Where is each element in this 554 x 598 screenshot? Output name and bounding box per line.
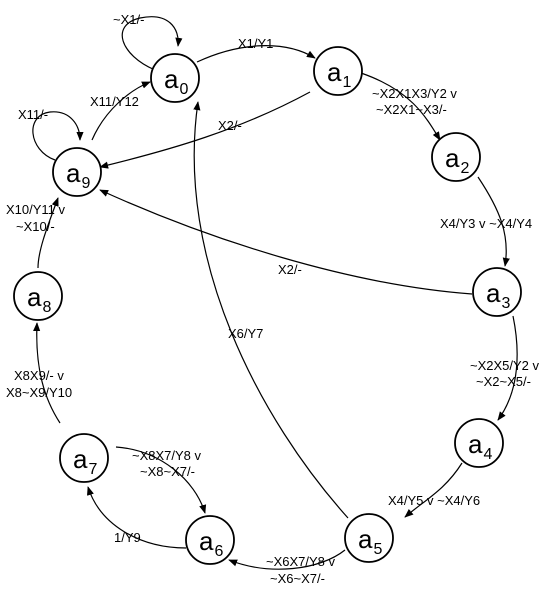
edge-a8-a9	[37, 197, 59, 269]
state-a9: a9	[52, 147, 102, 197]
edge-label-a5-a6-line2: ~X6~X7/-	[270, 571, 325, 586]
edge-a3-a9	[99, 189, 473, 295]
state-label: a5	[358, 524, 382, 558]
edge-label-a3-a9: X2/-	[278, 262, 302, 277]
edge-label-a2-a3: X4/Y3 v ~X4/Y4	[440, 216, 532, 231]
edge-a0-a0	[121, 16, 183, 71]
edge-a9-a0	[91, 81, 151, 141]
state-label: a6	[199, 526, 223, 560]
state-a7: a7	[59, 433, 109, 483]
edge-a0-a1	[196, 45, 316, 63]
edge-a1-a2	[360, 72, 441, 141]
edge-label-a3-a4-line1: ~X2X5/Y2 v	[470, 358, 540, 373]
edge-a7-a6	[115, 446, 207, 514]
edge-a5-a6	[228, 549, 346, 570]
edge-label-a9-a0: X11/Y12	[90, 94, 139, 109]
edge-a1-a9	[99, 91, 311, 169]
edge-label-a7-a6-line2: ~X8~X7/-	[140, 464, 195, 479]
edge-label-a5-a6-line1: ~X6X7/Y8 v	[266, 554, 336, 569]
edge-label-a4-a5: X4/Y5 v ~X4/Y6	[388, 493, 480, 508]
edge-label-a0-a0: ~X1/-	[113, 12, 144, 27]
edge-label-a8-a9-line1: X10/Y11 v	[6, 202, 66, 217]
state-a3: a3	[472, 267, 522, 317]
state-a6: a6	[185, 515, 235, 565]
state-label: a2	[445, 143, 469, 177]
edge-label-a1-a9: X2/-	[218, 118, 242, 133]
edge-label-a5-a0: X6/Y7	[228, 326, 263, 341]
edge-label-a6-a7: 1/Y9	[114, 530, 141, 545]
state-a2: a2	[431, 132, 481, 182]
edge-label-a7-a6-line1: ~X8X7/Y8 v	[132, 448, 202, 463]
edge-label-a1-a2-line1: ~X2X1X3/Y2 v	[372, 86, 457, 101]
edge-a2-a3	[477, 176, 510, 267]
edge-label-a9-a9: X11/-	[18, 107, 48, 122]
state-label: a0	[164, 64, 188, 98]
state-label: a9	[66, 158, 90, 192]
edge-a9-a9	[32, 111, 84, 161]
edge-a7-a8	[33, 322, 61, 424]
edge-a5-a0	[193, 101, 349, 519]
edge-label-a7-a8-line2: X8~X9/Y10	[6, 385, 72, 400]
edge-label-a0-a1: X1/Y1	[238, 36, 273, 51]
state-a0: a0	[150, 53, 200, 103]
edge-a6-a7	[87, 486, 187, 549]
edge-label-a3-a4-line2: ~X2~X5/-	[476, 374, 531, 389]
edge-a4-a5	[404, 462, 463, 518]
state-a4: a4	[454, 418, 504, 468]
state-label: a1	[327, 57, 351, 91]
edge-label-a8-a9-line2: ~X10/-	[16, 219, 55, 234]
state-a1: a1	[313, 46, 363, 96]
state-label: a4	[468, 429, 492, 463]
edge-a3-a4	[497, 315, 518, 421]
state-a8: a8	[13, 271, 63, 321]
edge-label-a1-a2-line2: ~X2X1~X3/-	[376, 102, 447, 117]
state-label: a8	[27, 282, 51, 316]
edge-label-a7-a8-line1: X8X9/- v	[14, 368, 64, 383]
state-label: a3	[486, 278, 510, 312]
state-a5: a5	[344, 513, 394, 563]
state-label: a7	[73, 444, 97, 478]
